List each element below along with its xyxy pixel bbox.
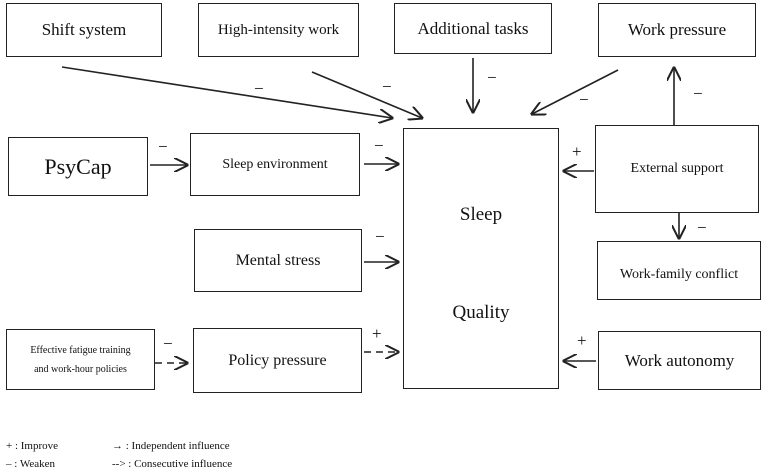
node-fatigue-training-line1: Effective fatigue training (30, 344, 131, 356)
node-sleep-environment-label: Sleep environment (222, 156, 328, 172)
sign-work-autonomy: + (577, 331, 587, 350)
node-sleep-quality: Sleep Quality (403, 128, 559, 389)
sign-psycap: − (158, 137, 168, 156)
node-work-pressure: Work pressure (598, 3, 756, 57)
node-work-autonomy: Work autonomy (598, 331, 761, 390)
node-work-family-conflict-label: Work-family conflict (619, 266, 739, 282)
node-shift-system: Shift system (6, 3, 162, 57)
node-sleep-environment: Sleep environment (190, 133, 360, 196)
node-fatigue-training-line2: and work-hour policies (34, 363, 127, 375)
sign-fatigue-training: − (163, 334, 173, 353)
node-sleep-quality-line1: Sleep (459, 204, 503, 225)
legend-improve: + : Improve (6, 440, 59, 452)
sign-external-to-work-family: − (697, 218, 707, 237)
node-work-pressure-label: Work pressure (627, 20, 727, 40)
sign-policy-pressure: + (372, 324, 382, 343)
arrow-work-pressure (532, 69, 619, 114)
node-work-family-conflict: Work-family conflict (597, 241, 761, 300)
node-policy-pressure: Policy pressure (193, 328, 362, 393)
sign-high-intensity-work: − (382, 77, 392, 96)
sign-mental-stress: − (375, 227, 385, 246)
arrow-high-intensity-work (311, 71, 422, 118)
node-policy-pressure-label: Policy pressure (228, 351, 327, 369)
node-high-intensity-work: High-intensity work (198, 3, 359, 57)
node-sleep-quality-line2: Quality (452, 301, 510, 323)
node-psycap: PsyCap (8, 137, 148, 196)
legend-consecutive: --> : Consecutive influence (112, 458, 233, 470)
legend-independent: → : Independent influence (112, 440, 230, 452)
node-psycap-label: PsyCap (44, 153, 112, 179)
sign-external-to-work-pressure: − (693, 84, 703, 103)
sign-additional-tasks: − (487, 68, 497, 87)
node-additional-tasks: Additional tasks (394, 3, 552, 54)
node-work-autonomy-label: Work autonomy (624, 350, 735, 370)
node-shift-system-label: Shift system (41, 20, 127, 40)
legend-weaken: – : Weaken (6, 458, 56, 470)
node-additional-tasks-label: Additional tasks (417, 18, 529, 38)
node-external-support: External support (595, 125, 759, 213)
arrow-shift-system (61, 66, 392, 118)
sign-shift-system: − (254, 79, 264, 98)
sign-external-support: + (572, 142, 582, 161)
node-mental-stress-label: Mental stress (235, 251, 321, 269)
sign-sleep-environment: − (374, 136, 384, 155)
node-external-support-label: External support (630, 161, 724, 177)
sign-work-pressure: − (579, 90, 589, 109)
node-mental-stress: Mental stress (194, 229, 362, 292)
node-high-intensity-work-label: High-intensity work (217, 21, 340, 38)
node-fatigue-training: Effective fatigue training and work-hour… (6, 329, 155, 390)
